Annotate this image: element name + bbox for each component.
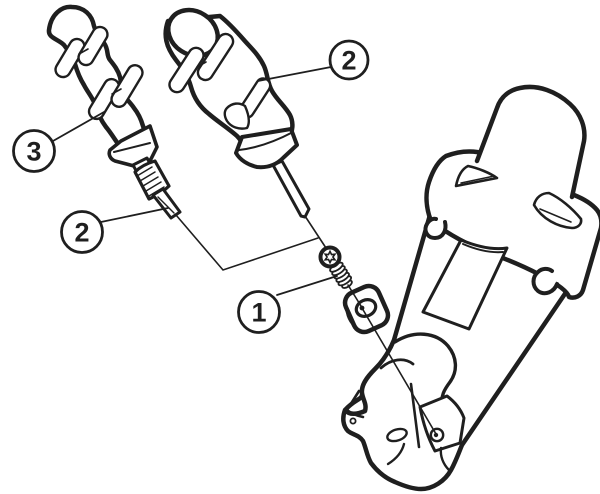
head-scallop-line-right [439,446,451,472]
driver-bit-edge [157,196,175,214]
axis-line-insert-to-pocket [361,307,437,435]
screw-head [318,245,342,269]
callout-3-balloon [12,129,56,173]
head-recess-slot [386,427,408,443]
driver-bit [151,187,182,220]
body-pocket-window [421,238,509,331]
callout-2-right-number: 2 [341,46,356,76]
callout-2-left-balloon [60,210,104,254]
milling-cutter-body [341,84,600,492]
pocket-screw-hole [429,427,445,443]
axis-line-driver-to-screw [304,215,327,249]
callout-3-number: 3 [26,137,41,167]
torque-driver [46,4,182,220]
torque-grip-bridge-1 [78,48,89,55]
collar-slot-right [532,191,583,230]
insert-thickness-edge [345,307,362,332]
screwdriver [163,7,311,219]
torque-grip-groove-4 [110,64,144,108]
leader-line-1 [276,275,338,296]
cutter-shank-fill [477,84,585,216]
callout-1-number: 1 [251,298,266,328]
body-pocket-window-rim [462,243,504,254]
axis-line-screw-to-insert [347,284,362,307]
callout-1-balloon [237,290,281,334]
pocket-screw-hole-center [433,432,439,438]
leader-line-2-left [100,207,169,223]
callout-2-left-number: 2 [74,218,89,248]
leader-line-3 [52,111,105,142]
torque-grip-groove-1 [54,37,86,79]
collar-slot-left [454,164,499,188]
head-gullet-arc [393,332,458,406]
insert-center-hole [354,298,378,318]
screwdriver-ferrule-edge [238,131,294,151]
handle-grip-groove-2 [196,32,235,82]
leader-line-2-right [257,66,332,82]
callouts: 3 2 2 1 [12,39,370,334]
torque-grip-groove-2 [77,25,109,67]
screwdriver-shaft [271,159,311,219]
handle-grip-triangle [223,102,250,130]
assembly-axis-lines [175,214,437,435]
collar-slot-left-inner [460,175,493,184]
callout-2-right-balloon [328,39,370,81]
cutter-body-silhouette [341,205,576,492]
collar-slot-right-inner [539,208,572,223]
head-gullet-inner-arc [379,358,415,370]
collar-hook-notch-right [531,266,559,296]
collar-hook-notch-left [423,216,448,240]
protruding-insert-edge [345,389,365,419]
axis-line-bit-to-screw [175,214,319,271]
clamp-screw [318,245,353,289]
torque-collar-edge [113,142,151,153]
head-scallop-line-left [386,442,406,466]
cutter-shank-outline [474,84,587,200]
handle-grip-bridge [196,61,207,68]
handle-grip-groove-1 [168,46,205,94]
screw-torx-recess [323,249,337,265]
protruding-insert-dot [349,417,357,425]
torque-grip-bridge-2 [111,88,122,95]
